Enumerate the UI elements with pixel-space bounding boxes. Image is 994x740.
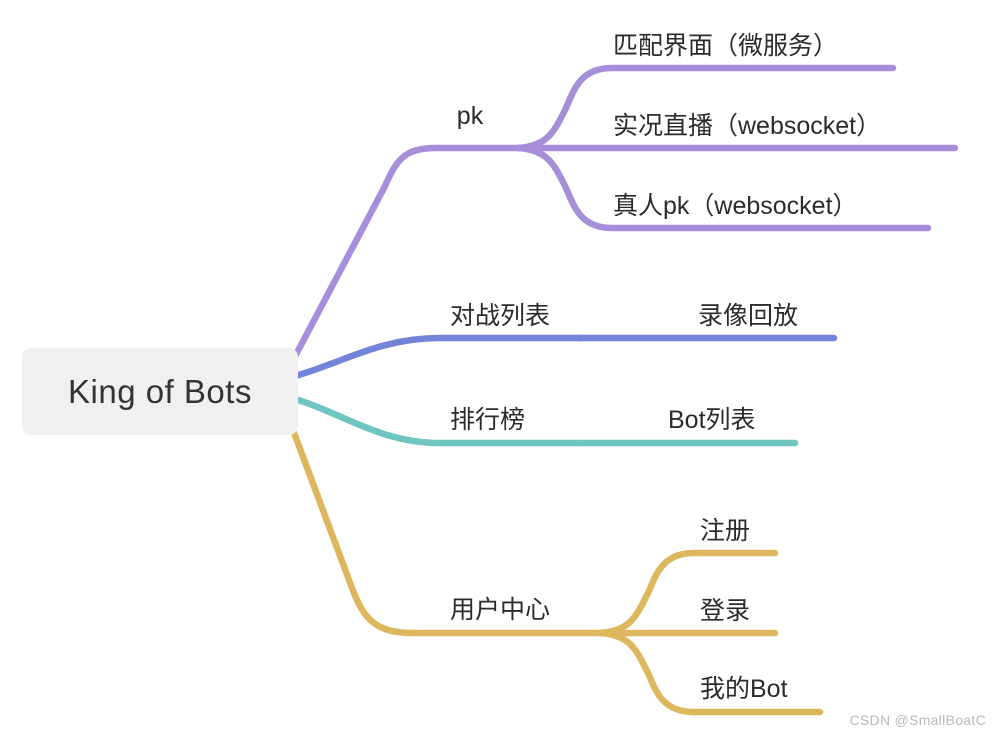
rank-branch-group: [288, 394, 799, 447]
pk-child-match-line: [514, 64, 897, 152]
battle-branch-line: [288, 334, 586, 381]
node-login[interactable]: 登录: [700, 597, 751, 625]
user-child-mybot-line: [596, 629, 824, 716]
pk-branch-line: [288, 144, 522, 366]
user-branch-group: [289, 426, 824, 716]
node-live-broadcast[interactable]: 实况直播（websocket）: [613, 112, 882, 140]
user-branch-line: [289, 426, 604, 637]
battle-branch-group: [288, 334, 838, 381]
pk-branch-group: [288, 64, 959, 366]
node-user-center[interactable]: 用户中心: [450, 596, 551, 624]
node-ranking[interactable]: 排行榜: [450, 406, 526, 434]
pk-child-realpk-line: [514, 144, 932, 232]
node-real-pk[interactable]: 真人pk（websocket）: [613, 192, 858, 220]
node-pk[interactable]: pk: [456, 102, 484, 130]
node-register[interactable]: 注册: [700, 517, 751, 545]
node-match-interface[interactable]: 匹配界面（微服务）: [613, 32, 839, 60]
node-battle-list[interactable]: 对战列表: [450, 302, 551, 330]
csdn-watermark: CSDN @SmallBoatC: [849, 712, 986, 728]
root-node-king-of-bots[interactable]: King of Bots: [22, 348, 298, 435]
user-child-register-line: [596, 549, 779, 637]
node-record-playback[interactable]: 录像回放: [698, 302, 799, 330]
node-bot-list[interactable]: Bot列表: [668, 406, 756, 434]
node-my-bot[interactable]: 我的Bot: [700, 675, 788, 703]
rank-branch-line: [288, 394, 586, 447]
